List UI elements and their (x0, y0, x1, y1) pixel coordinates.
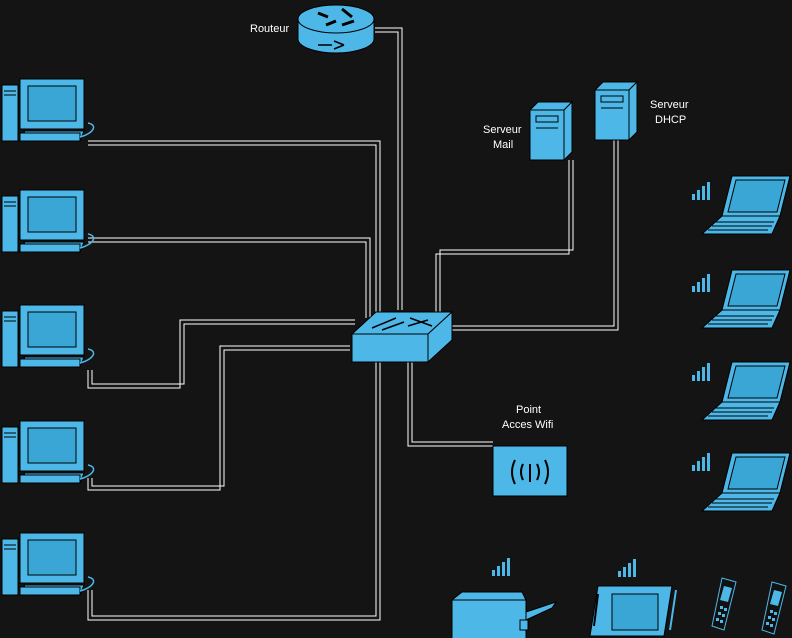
workstation-3 (1, 304, 95, 368)
cable-pc4 (87, 345, 350, 491)
wifi-signal-icon (618, 559, 636, 577)
cable-dhcp-server (452, 140, 619, 331)
wifi-signal-icon (492, 558, 510, 576)
tablet-icon (589, 585, 677, 637)
workstation-2 (1, 189, 95, 253)
phone-2 (761, 581, 787, 635)
mail-server-icon (529, 101, 573, 161)
workstation-4 (1, 420, 95, 484)
cables (87, 27, 619, 621)
cable-mail-server (439, 160, 574, 316)
wifi-signal-icon (692, 182, 710, 200)
cable-wifi-ap (407, 360, 493, 447)
laptop-3 (701, 361, 791, 421)
wifi-access-point-icon (492, 445, 568, 497)
wifi-signal-icon (692, 363, 710, 381)
laptop-4 (701, 452, 791, 512)
dhcp-server-label-1: Serveur (650, 99, 689, 111)
printer-icon (450, 591, 558, 638)
wifi-ap-label-1: Point (516, 404, 541, 416)
wifi-ap-label-2: Acces Wifi (502, 419, 553, 431)
mail-server-label-1: Serveur (483, 124, 522, 136)
workstation-5 (1, 532, 95, 596)
cable-router (375, 27, 403, 310)
router-label: Routeur (250, 23, 289, 35)
wifi-signal-icon (692, 453, 710, 471)
cable-pc5 (87, 362, 381, 621)
dhcp-server-icon (594, 81, 638, 141)
cable-pc2 (88, 237, 371, 318)
phone-1 (711, 577, 737, 631)
mail-server-label-2: Mail (493, 139, 513, 151)
dhcp-server-label-2: DHCP (655, 114, 686, 126)
laptop-2 (701, 269, 791, 329)
cable-pc3 (87, 319, 355, 389)
workstation-1 (1, 78, 95, 142)
switch-icon (350, 310, 454, 364)
wifi-signal-icon (692, 274, 710, 292)
router-icon (297, 4, 375, 54)
laptop-1 (701, 175, 791, 235)
cable-pc1 (88, 140, 381, 318)
